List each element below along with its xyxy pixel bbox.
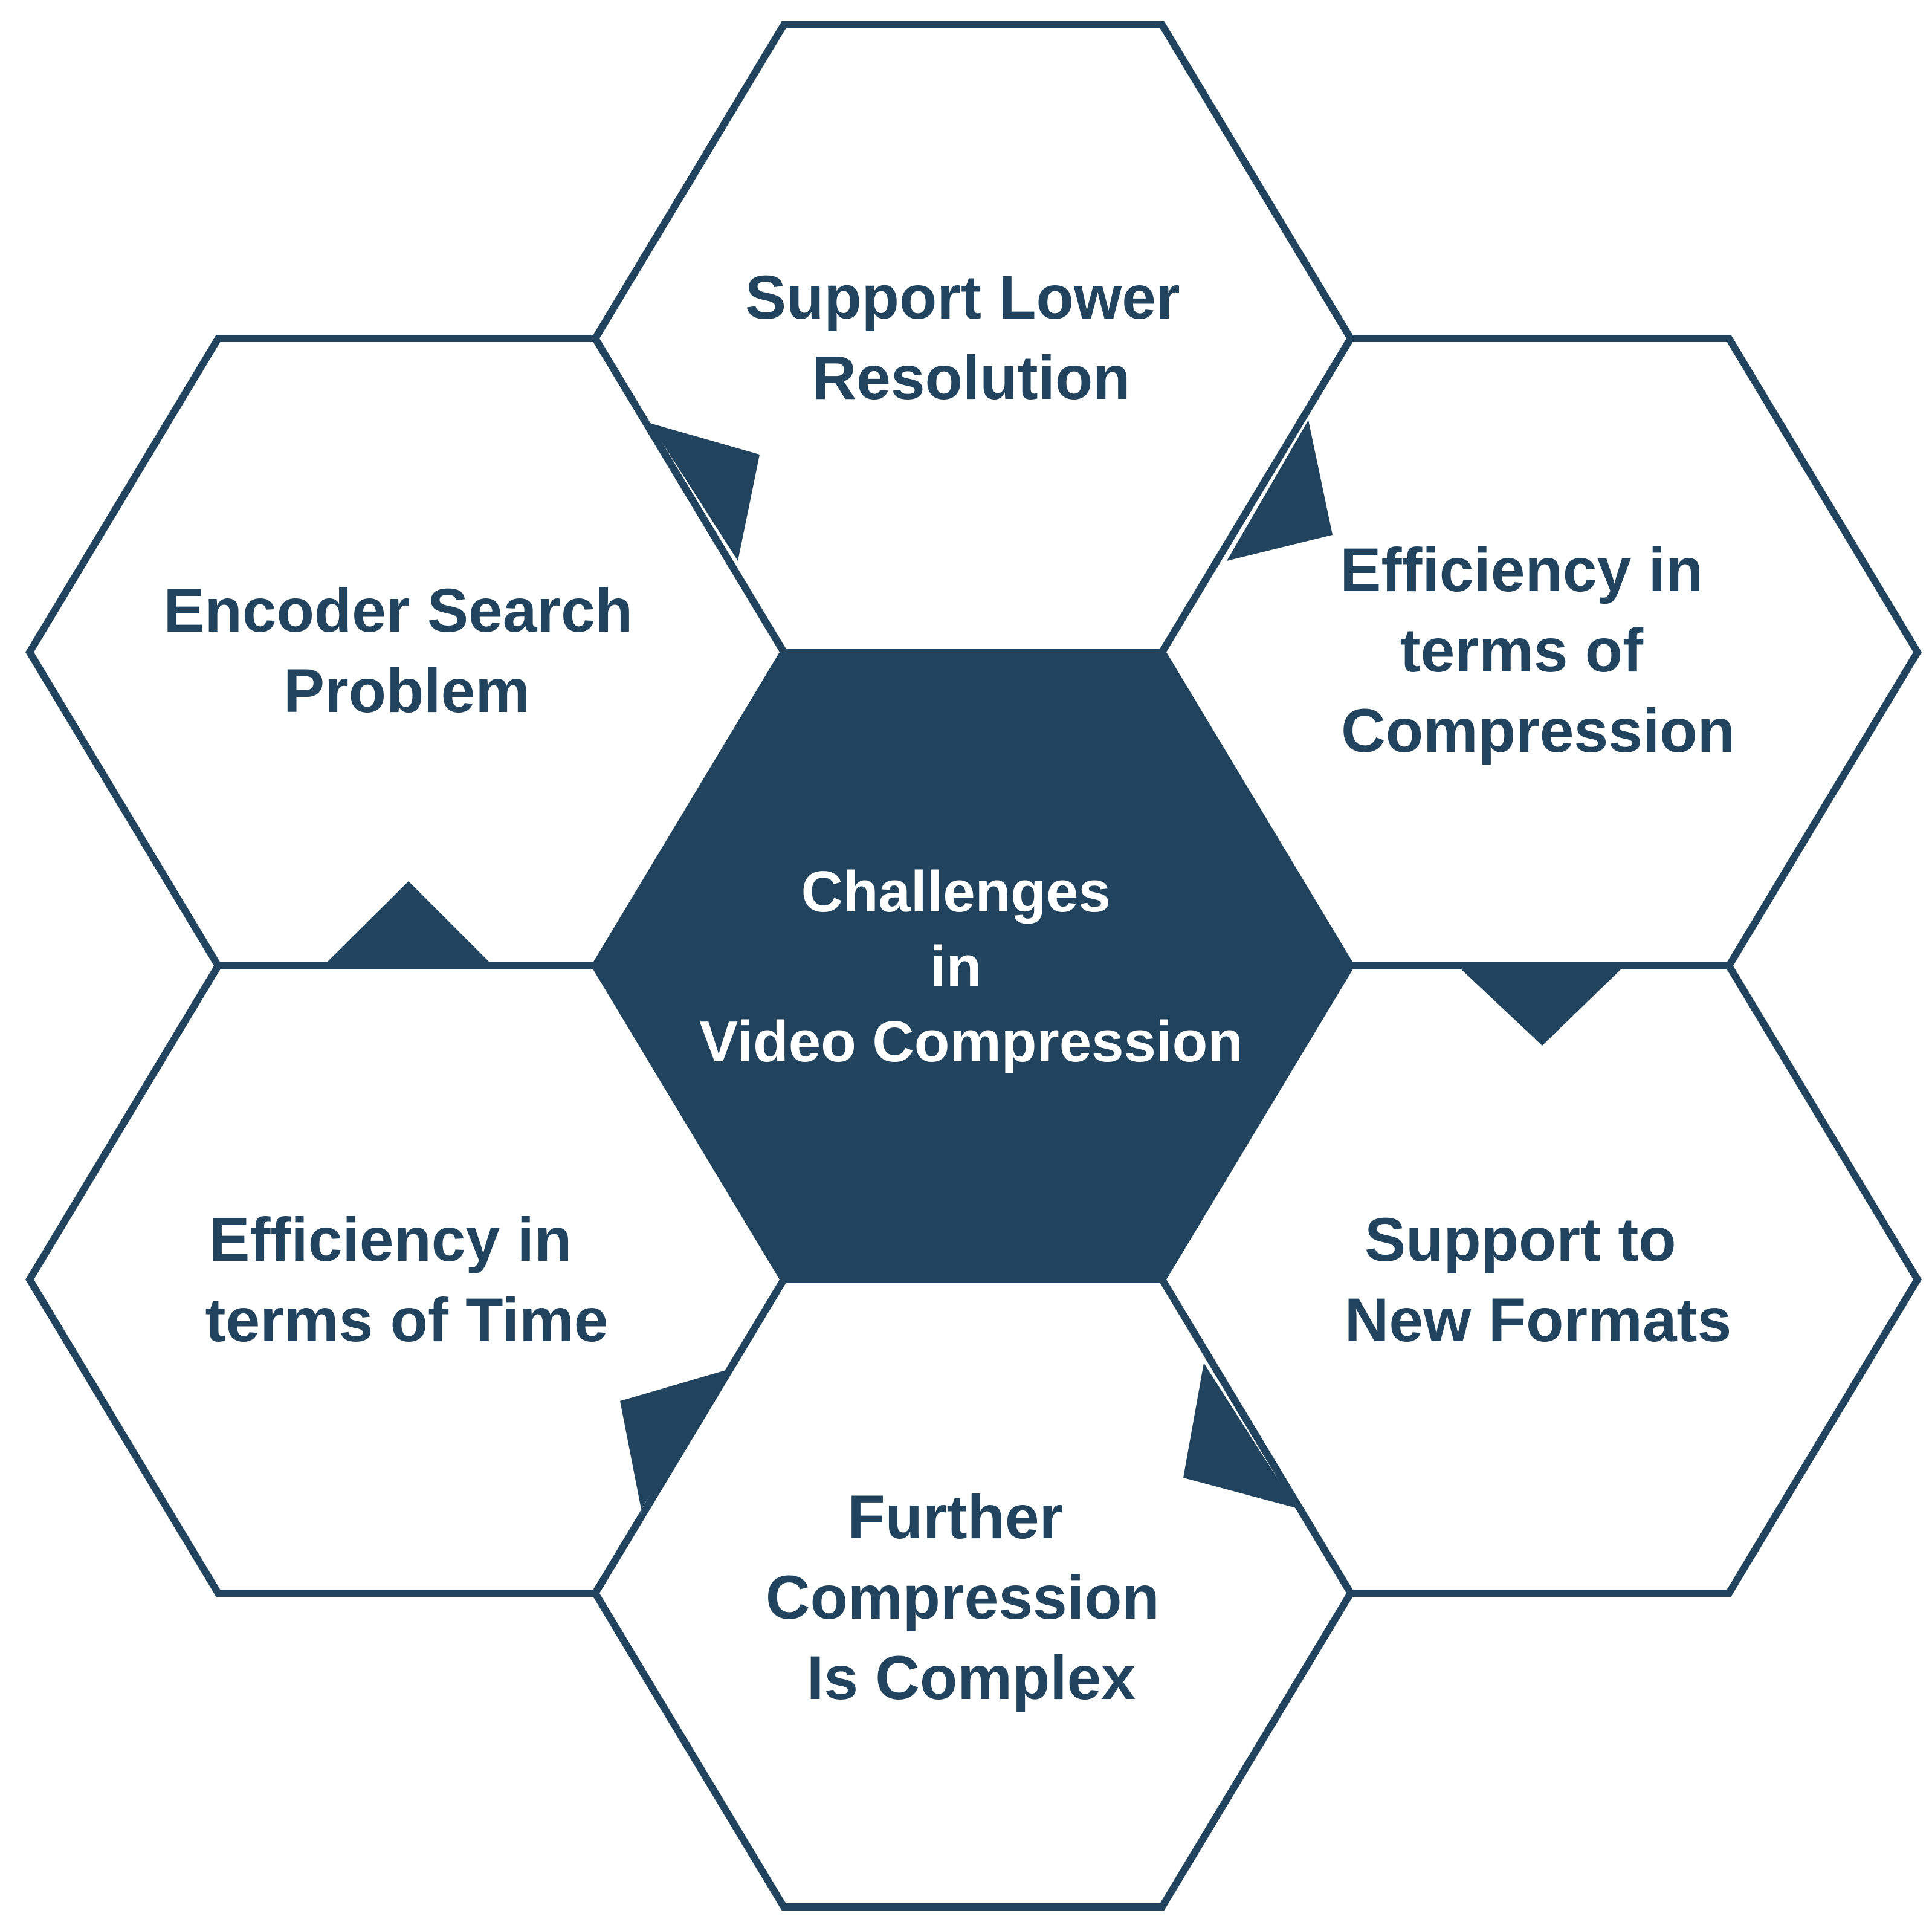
hex-label: Support Lower Resolution (745, 263, 1197, 412)
pointer-lower-right-to-bottom (1183, 1363, 1296, 1508)
pointer-top-to-upper-right (1227, 420, 1333, 561)
hex-node-center: Challenges in Video Compression (590, 649, 1355, 1283)
pointer-lower-left-to-upper-left (325, 881, 491, 964)
hex-label: Efficiency in terms of Compression (1340, 536, 1734, 765)
hex-node-upper-left: Encoder Search Problem (25, 335, 789, 969)
pointer-upper-right-to-lower-right (1459, 968, 1623, 1046)
hex-shape-center (590, 649, 1355, 1283)
hex-label: Efficiency in terms of Time (205, 1205, 609, 1354)
hex-node-bottom: Further Compression Is Complex (590, 1276, 1355, 1911)
hex-label: Encoder Search Problem (164, 576, 650, 725)
hex-label: Support to New Formats (1345, 1205, 1732, 1354)
hex-label: Further Compression Is Complex (766, 1483, 1177, 1712)
center-label: Challenges in Video Compression (699, 859, 1243, 1074)
pointer-bottom-to-lower-left (620, 1369, 730, 1509)
hex-node-lower-left: Efficiency in terms of Time (25, 962, 789, 1597)
pointer-upper-left-to-top (650, 423, 760, 561)
